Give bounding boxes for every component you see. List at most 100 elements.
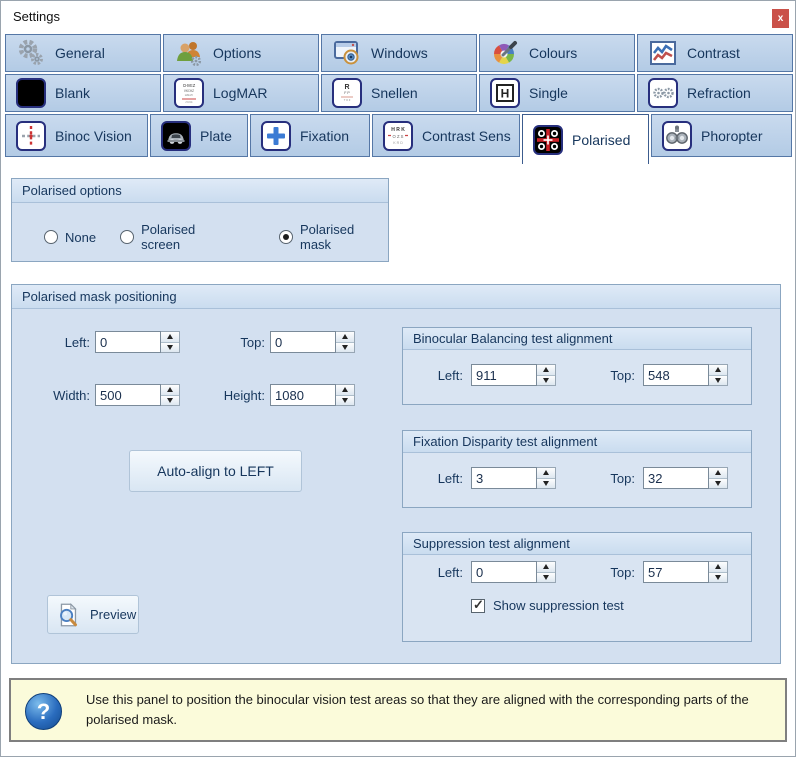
mask-height-spin-down-button[interactable] [336, 395, 354, 405]
sup-left-spinner [471, 561, 556, 583]
tab-phoropter[interactable]: Phoropter [651, 114, 792, 157]
bb-top-spin-up-button[interactable] [709, 365, 727, 376]
svg-text:H: H [501, 87, 510, 101]
sup-left-input[interactable] [471, 561, 537, 583]
mask-top-spin-up-button[interactable] [336, 332, 354, 343]
tab-logmar[interactable]: CHVEZ VKCHZ HZEVC ZCHVE LogMAR [163, 74, 319, 112]
radio-polarised-mask[interactable]: Polarised mask [278, 222, 388, 252]
preview-button[interactable]: Preview [47, 595, 139, 634]
svg-text:H R K: H R K [391, 127, 405, 133]
tab-label: Binoc Vision [55, 127, 132, 144]
help-question-icon: ? [25, 693, 62, 730]
bb-top-input[interactable] [643, 364, 709, 386]
radio-none-label: None [65, 229, 97, 245]
tab-blank[interactable]: Blank [5, 74, 161, 112]
fd-top-spinner [643, 467, 728, 489]
mask-left-spin-up-button[interactable] [161, 332, 179, 343]
mask-height-input[interactable] [270, 384, 336, 406]
tab-fixation[interactable]: Fixation [250, 114, 370, 157]
people-gear-icon [177, 42, 202, 67]
bb-left-input[interactable] [471, 364, 537, 386]
svg-text:T O Z: T O Z [344, 98, 351, 102]
single-letter-icon: H [490, 78, 520, 108]
radio-polarised-mask-circle [278, 230, 293, 244]
auto-align-left-button[interactable]: Auto-align to LEFT [129, 450, 302, 492]
tab-plate[interactable]: Plate [150, 114, 248, 157]
sup-left-label: Left: [437, 565, 463, 580]
mask-width-spin-down-button[interactable] [161, 395, 179, 405]
fd-left-spin-up-button[interactable] [537, 468, 555, 479]
tab-single[interactable]: H Single [479, 74, 635, 112]
tab-contrast[interactable]: Contrast [637, 34, 793, 72]
mask-height-spin-up-button[interactable] [336, 385, 354, 396]
svg-text:O Z S: O Z S [393, 134, 404, 139]
mask-left-spinner [95, 331, 180, 353]
contrast-chart-icon [650, 41, 676, 65]
tab-label: Snellen [371, 85, 418, 101]
tab-label: Polarised [572, 131, 631, 148]
tab-row-1: General Options Windows [5, 34, 793, 72]
radio-polarised-screen[interactable]: Polarised screen [120, 222, 237, 252]
radio-polarised-mask-label: Polarised mask [299, 222, 355, 252]
radio-polarised-screen-circle [120, 230, 135, 244]
bb-top-spinner [643, 364, 728, 386]
window-eye-icon [334, 41, 359, 65]
fd-top-label: Top: [610, 471, 635, 486]
info-panel: ? Use this panel to position the binocul… [9, 678, 787, 742]
sup-top-spin-up-button[interactable] [709, 562, 727, 573]
tab-options[interactable]: Options [163, 34, 319, 72]
mask-top-spin-down-button[interactable] [336, 342, 354, 352]
mask-positioning-title: Polarised mask positioning [12, 285, 780, 309]
mask-top-spinner [270, 331, 355, 353]
plate-car-icon [161, 120, 191, 151]
tab-snellen[interactable]: R F P T O Z Snellen [321, 74, 477, 112]
fd-top-spin-down-button[interactable] [709, 478, 727, 488]
svg-text:R: R [344, 84, 349, 91]
mask-width-input[interactable] [95, 384, 161, 406]
tab-binoc-vision[interactable]: Binoc Vision [5, 114, 148, 157]
fd-left-input[interactable] [471, 467, 537, 489]
mask-left-spin-down-button[interactable] [161, 342, 179, 352]
mask-width-spin-up-button[interactable] [161, 385, 179, 396]
tab-colours[interactable]: Colours [479, 34, 635, 72]
binocular-balancing-panel: Binocular Balancing test alignment Left:… [402, 327, 752, 405]
bb-left-spin-up-button[interactable] [537, 365, 555, 376]
radio-none[interactable]: None [44, 230, 96, 245]
tab-label: Refraction [687, 85, 751, 101]
sup-left-spin-up-button[interactable] [537, 562, 555, 573]
tab-label: Plate [200, 127, 232, 144]
polarised-icon [533, 124, 563, 155]
bb-top-spin-down-button[interactable] [709, 375, 727, 385]
tab-row-2: Blank CHVEZ VKCHZ HZEVC ZCHVE LogMAR R F… [5, 74, 793, 112]
tab-general[interactable]: General [5, 34, 161, 72]
mask-width-spinner [95, 384, 180, 406]
mask-top-input[interactable] [270, 331, 336, 353]
fd-top-spin-up-button[interactable] [709, 468, 727, 479]
mask-height-spinner [270, 384, 355, 406]
top-label: Top: [240, 335, 265, 350]
svg-text:HZEVC: HZEVC [185, 94, 194, 97]
tab-polarised[interactable]: Polarised [522, 114, 649, 164]
tab-label: Options [213, 45, 262, 61]
show-suppression-checkbox-box [471, 597, 485, 613]
fd-left-label: Left: [437, 471, 463, 486]
bb-top-label: Top: [610, 368, 635, 383]
phoropter-icon [662, 120, 692, 151]
fd-top-input[interactable] [643, 467, 709, 489]
fd-left-spin-down-button[interactable] [537, 478, 555, 488]
refraction-icon [648, 78, 678, 108]
sup-top-input[interactable] [643, 561, 709, 583]
mask-positioning-group: Polarised mask positioning Left: Top: Wi… [11, 284, 781, 664]
close-button[interactable]: x [772, 9, 789, 28]
mask-left-input[interactable] [95, 331, 161, 353]
bb-left-spin-down-button[interactable] [537, 375, 555, 385]
tab-label: General [55, 45, 105, 61]
sup-left-spin-down-button[interactable] [537, 572, 555, 582]
preview-label: Preview [90, 607, 137, 622]
tab-windows[interactable]: Windows [321, 34, 477, 72]
show-suppression-checkbox[interactable]: Show suppression test [471, 597, 624, 613]
tab-contrast-sens[interactable]: H R K O Z S K R D Contrast Sens [372, 114, 520, 157]
sup-top-spinner [643, 561, 728, 583]
tab-refraction[interactable]: Refraction [637, 74, 793, 112]
sup-top-spin-down-button[interactable] [709, 572, 727, 582]
